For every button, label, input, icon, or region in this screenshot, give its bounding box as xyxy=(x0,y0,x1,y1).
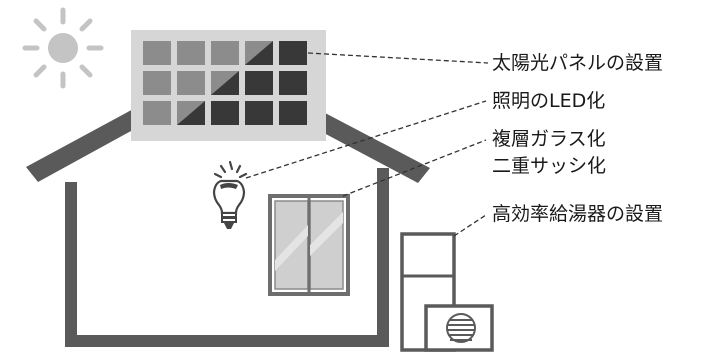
solar-cell xyxy=(211,41,239,65)
solar-cell-shade xyxy=(177,101,205,125)
leader-led xyxy=(245,100,487,179)
solar-cell xyxy=(143,101,171,125)
solar-panel-icon xyxy=(131,30,326,141)
leader-lines xyxy=(245,52,489,237)
leader-solar xyxy=(307,52,489,64)
sun-icon xyxy=(22,7,104,89)
label-led-lighting: 照明のLED化 xyxy=(492,90,606,112)
solar-cell xyxy=(279,101,307,125)
solar-cell-shade xyxy=(245,41,273,65)
solar-cell xyxy=(177,71,205,95)
label-double-glass: 複層ガラス化 xyxy=(492,128,606,150)
led-bulb-icon xyxy=(212,160,248,229)
solar-cell xyxy=(211,101,239,125)
solar-cell xyxy=(143,71,171,95)
solar-cell xyxy=(177,41,205,65)
label-water-heater: 高効率給湯器の設置 xyxy=(492,203,664,225)
solar-cell-shade xyxy=(211,71,239,95)
leader-window xyxy=(342,139,487,197)
solar-cell xyxy=(245,101,273,125)
solar-cell xyxy=(143,41,171,65)
solar-cell xyxy=(279,71,307,95)
house-outline xyxy=(26,60,430,347)
leader-heater xyxy=(453,214,487,237)
label-double-sash: 二重サッシ化 xyxy=(492,155,607,177)
label-solar-panel: 太陽光パネルの設置 xyxy=(492,52,664,74)
solar-cell xyxy=(279,41,307,65)
solar-cell xyxy=(245,71,273,95)
water-heater-icon xyxy=(400,232,494,352)
window-icon xyxy=(268,194,350,296)
